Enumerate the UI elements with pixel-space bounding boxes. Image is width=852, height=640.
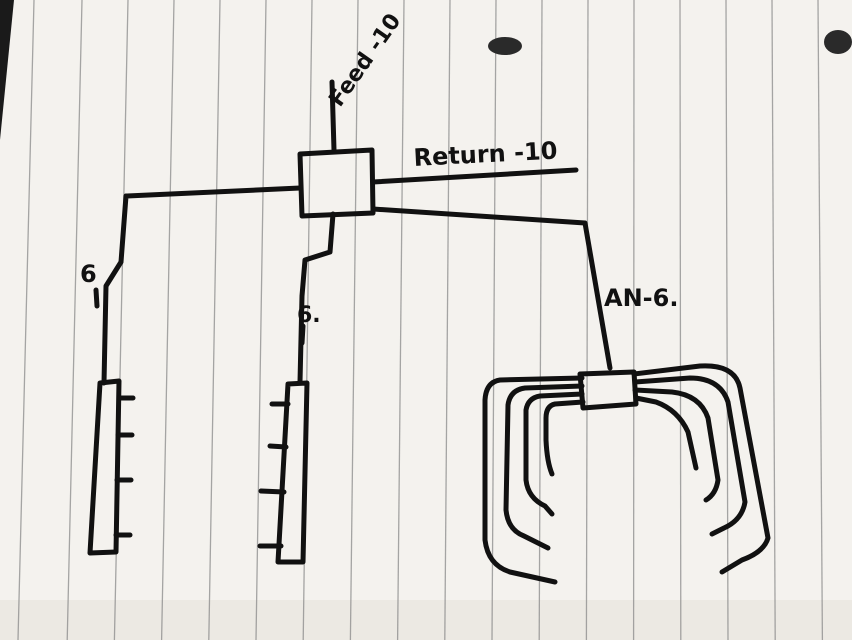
- left-feed-line: [101, 185, 303, 386]
- rule-line: [255, 0, 267, 640]
- left-line-label: 6: [80, 260, 97, 288]
- rule-line: [538, 0, 543, 640]
- rule-line: [17, 0, 35, 640]
- rule-line: [679, 0, 682, 640]
- rule-line: [396, 0, 405, 640]
- left-fuel-rail: [87, 378, 122, 556]
- return-line: [370, 167, 579, 185]
- dist-line-r2: [632, 375, 748, 537]
- feed-line: [329, 79, 337, 153]
- middle-injector-2: [267, 443, 289, 450]
- ruled-lines: [17, 0, 824, 640]
- distribution-lines-left: [482, 375, 586, 585]
- dist-line-l1: [482, 375, 585, 585]
- rule-line: [771, 0, 776, 640]
- rule-line: [491, 0, 497, 640]
- middle-injector-3: [258, 488, 287, 495]
- left-label-tick: [93, 287, 100, 309]
- middle-label-tick: [299, 323, 306, 346]
- dist-line-l4: [543, 399, 586, 477]
- middle-rail-injectors: [257, 401, 291, 549]
- right-line-label: AN-6.: [604, 284, 678, 312]
- dist-line-r1: [631, 363, 771, 575]
- rule-line: [160, 0, 175, 640]
- distribution-block: [577, 369, 639, 411]
- junction-block: [297, 147, 376, 219]
- rule-line: [585, 0, 589, 640]
- middle-fuel-rail: [275, 380, 310, 565]
- paper-shadow: [0, 600, 852, 640]
- rule-line: [349, 0, 359, 640]
- punch-hole: [488, 37, 522, 55]
- left-rail-injectors: [113, 395, 136, 538]
- distribution-lines-right: [631, 363, 771, 575]
- dist-line-l3: [523, 391, 585, 517]
- dist-line-l2: [503, 383, 585, 551]
- rule-line: [444, 0, 451, 640]
- rule-line: [208, 0, 221, 640]
- rule-line: [817, 0, 824, 640]
- punch-hole-right: [824, 30, 852, 54]
- dist-line-r3: [632, 387, 721, 503]
- dist-line-r4: [633, 395, 699, 471]
- rule-line: [66, 0, 83, 640]
- rule-line: [725, 0, 729, 640]
- middle-line-label: 6.: [297, 303, 321, 328]
- right-feed-line: [370, 206, 613, 371]
